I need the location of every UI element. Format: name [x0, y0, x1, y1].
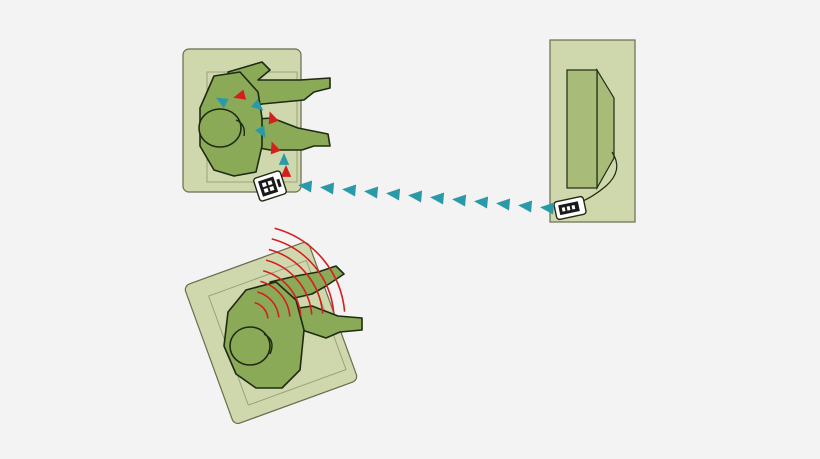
person-head: [198, 108, 242, 148]
link-arrow: [386, 188, 401, 201]
radio-waves-icon: [254, 227, 346, 319]
link-arrow: [298, 180, 313, 193]
link-arrow: [342, 184, 357, 197]
person-top-left: [198, 61, 331, 177]
link-arrow: [474, 196, 489, 209]
body-signal-arrow: [278, 153, 290, 165]
body-signal-arrow: [233, 89, 247, 100]
wireless-link-arrows: [298, 180, 555, 215]
link-arrow: [408, 190, 423, 203]
radio-wave-arc: [265, 259, 313, 315]
link-arrow: [540, 202, 555, 215]
radio-wave-arc: [262, 269, 302, 316]
body-signal-arrow: [270, 141, 281, 155]
radio-wave-arc: [268, 248, 324, 314]
person-bottom-head: [229, 326, 271, 366]
person-bottom-ear: [263, 333, 273, 355]
wireless-transmitter-icon: [553, 195, 587, 221]
monitor-screen: [566, 69, 598, 189]
body-signal-arrow: [215, 97, 229, 108]
on-body-signal-arrows: [215, 89, 292, 177]
link-arrow: [320, 182, 335, 195]
radio-wave-arc: [271, 238, 335, 313]
link-arrow: [364, 186, 379, 199]
radio-wave-arc: [260, 280, 291, 317]
link-arrow: [452, 194, 467, 207]
desk-right: [549, 39, 636, 223]
person-ear: [235, 119, 246, 137]
radio-wave-arc: [257, 291, 280, 318]
radio-wave-arc: [254, 301, 269, 319]
person-bottom-arm-lower: [285, 305, 363, 339]
phone-icon: [253, 170, 287, 202]
link-arrow: [430, 192, 445, 205]
body-signal-arrow: [255, 125, 266, 139]
radio-wave-arc: [274, 227, 346, 312]
monitor-cable: [575, 151, 618, 205]
body-signal-arrow: [268, 111, 279, 125]
body-signal-arrow: [250, 98, 264, 111]
person-bottom: [223, 265, 363, 389]
link-arrow: [496, 198, 511, 211]
link-arrow: [518, 200, 533, 213]
body-signal-arrow: [280, 165, 292, 177]
